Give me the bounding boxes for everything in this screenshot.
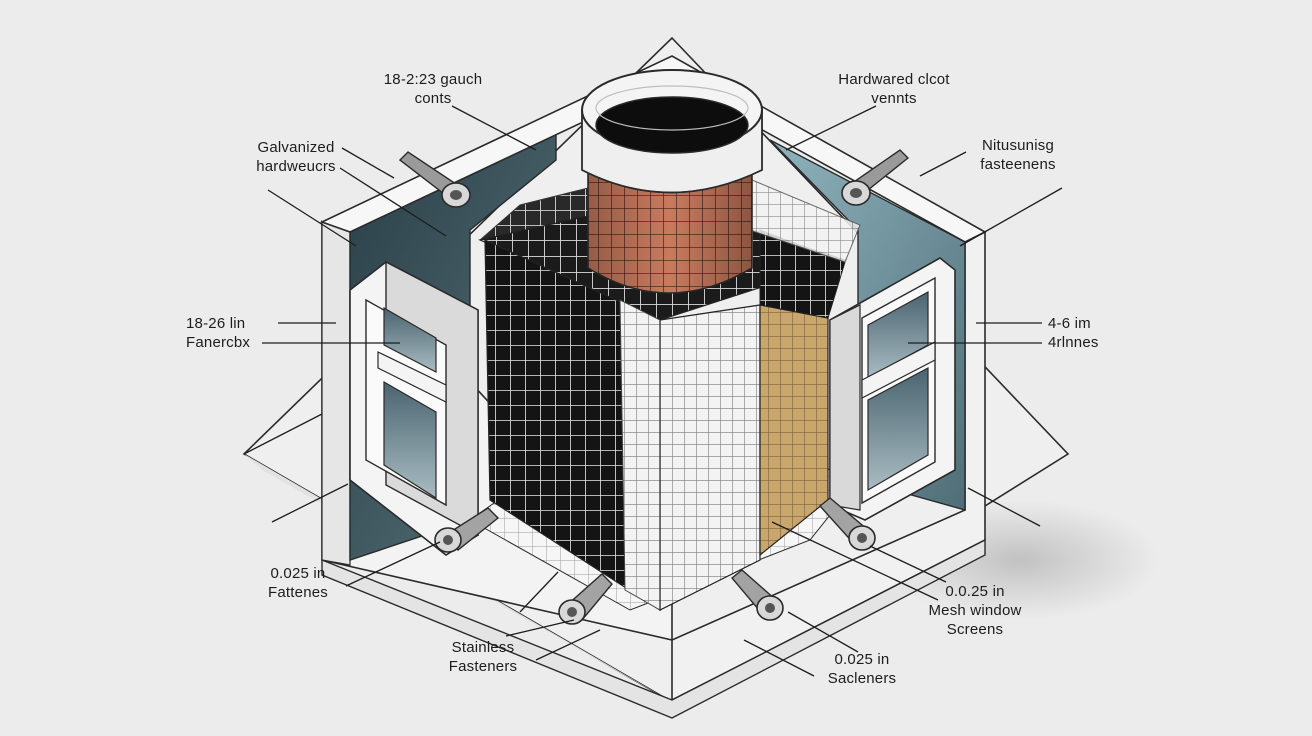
leader-hardwared-vents xyxy=(785,105,877,151)
leader-sacleners-2 xyxy=(743,639,815,677)
leader-stainless-1 xyxy=(505,619,575,637)
fastener-bottom-center-right xyxy=(731,569,784,621)
leader-fasteners-2 xyxy=(959,187,1063,247)
fastener-bottom-right xyxy=(818,497,876,551)
fastener-bottom-center-left xyxy=(558,573,613,625)
leader-fasteners-1 xyxy=(919,151,967,177)
leader-gauge-coats xyxy=(451,105,537,151)
label-galvanized-hardware: Galvanized hardweucrs xyxy=(256,139,336,175)
leader-right-low xyxy=(967,487,1041,527)
leader-mesh-screens-2 xyxy=(771,521,939,601)
leader-galvanized-2 xyxy=(339,167,447,237)
label-nitusunisg-fasteners: Nitusunisg fasteenens xyxy=(980,137,1056,173)
label-left-fatteners: 0.025 in Fattenes xyxy=(268,565,328,601)
leader-left-low xyxy=(271,483,349,523)
leader-galvanized-3 xyxy=(267,189,357,247)
leader-lines xyxy=(243,105,1063,677)
leader-base-left xyxy=(243,413,323,455)
leader-galvanized-1 xyxy=(341,147,395,179)
leader-fatteners xyxy=(345,541,441,587)
leader-stainless-2 xyxy=(519,571,559,613)
mesh-cube xyxy=(478,174,861,612)
label-stainless-fasteners: Stainless Fasteners xyxy=(448,639,518,675)
leader-mesh-screens-1 xyxy=(869,545,947,583)
fastener-top-left xyxy=(398,151,471,208)
label-gauge-coats: 18-2:23 gauch conts xyxy=(383,71,483,107)
label-right-dimension: 4-6 im 4rlnnes xyxy=(1048,315,1099,351)
fastener-top-right xyxy=(841,149,910,206)
label-left-dimension: 18-26 lin Fanercbx xyxy=(186,315,251,351)
right-window xyxy=(829,257,956,521)
label-hardwared-vents: Hardwared clcot vennts xyxy=(838,71,950,107)
leader-stainless-3 xyxy=(535,629,601,661)
duct-pipe xyxy=(581,69,763,294)
label-sacleners: 0.025 in Sacleners xyxy=(827,651,897,687)
leader-sacleners-1 xyxy=(787,611,859,653)
left-window xyxy=(349,260,479,556)
label-mesh-window-screens: 0.0.25 in Mesh window Screens xyxy=(928,583,1022,638)
fastener-bottom-left xyxy=(434,507,500,553)
